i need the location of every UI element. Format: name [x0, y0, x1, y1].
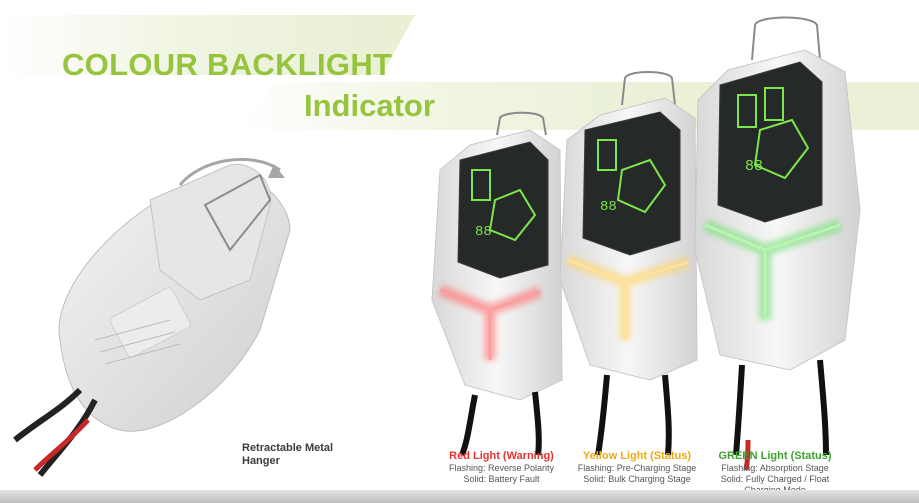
hanger-caption-line1: Retractable Metal: [242, 442, 334, 454]
hanger-caption: Retractable Metal Hanger: [242, 442, 333, 468]
charger-red: 88: [431, 111, 563, 457]
indicator-line: Flashing: Reverse Polarity: [448, 463, 555, 473]
title-band: [0, 15, 415, 75]
svg-text:88: 88: [600, 199, 617, 215]
svg-text:88: 88: [745, 158, 763, 175]
indicator-yellow: Yellow Light (Status) Flashing: Pre-Char…: [572, 451, 702, 485]
indicator-red: Red Light (Warning) Flashing: Reverse Po…: [434, 451, 569, 485]
indicator-title: Yellow Light (Status): [582, 450, 692, 462]
indicator-line: Solid: Bulk Charging Stage: [583, 474, 691, 484]
charger-green: 88: [694, 16, 861, 471]
charger-back-view: [13, 157, 291, 477]
indicator-line: Solid: Fully Charged / Float: [720, 474, 830, 484]
indicator-line: Flashing: Pre-Charging Stage: [577, 463, 697, 473]
hanger-caption-line2: Hanger: [242, 455, 280, 467]
indicator-title: Red Light (Warning): [449, 450, 554, 462]
page-subtitle: Indicator: [304, 88, 435, 123]
page-title: COLOUR BACKLIGHT: [62, 47, 393, 82]
indicator-title: GREEN Light (Status): [718, 450, 832, 462]
indicator-line: Flashing: Absorption Stage: [721, 463, 829, 473]
svg-text:88: 88: [475, 224, 492, 240]
bottom-bar: [0, 490, 919, 503]
charger-yellow: 88: [559, 71, 698, 456]
indicator-line: Solid: Battery Fault: [463, 474, 540, 484]
